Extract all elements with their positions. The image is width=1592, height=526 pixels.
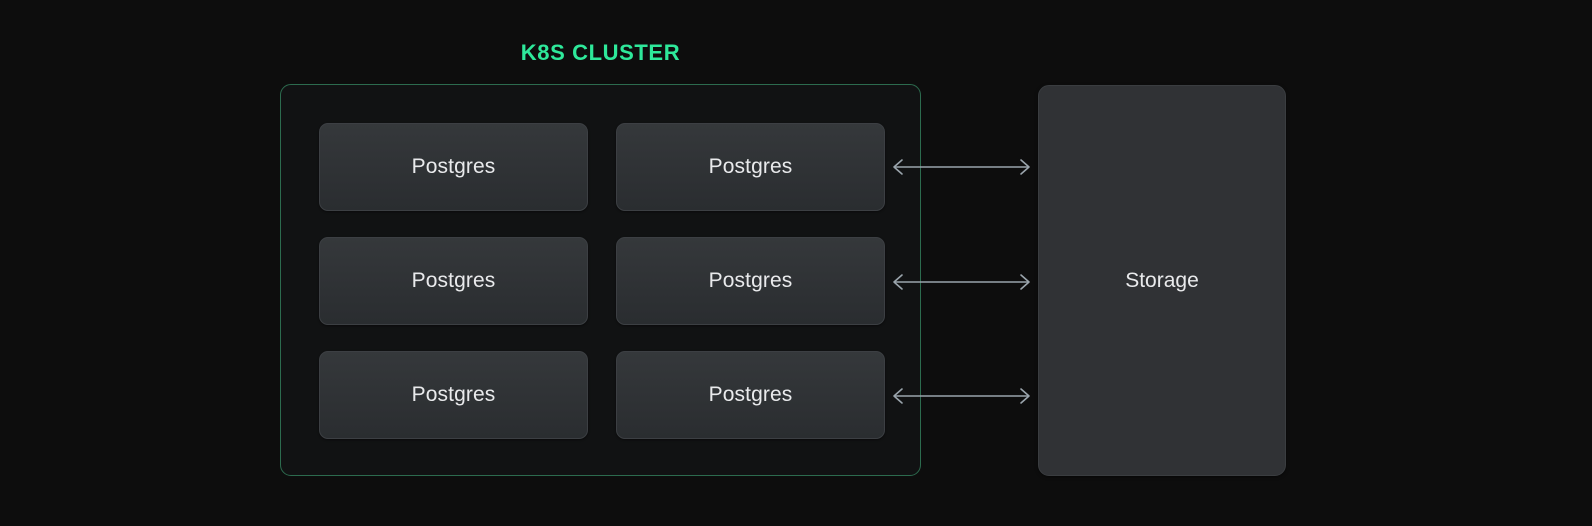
bidirectional-arrow-icon — [893, 388, 1030, 404]
storage-link-3 — [890, 384, 1033, 408]
postgres-node-2[interactable]: Postgres — [616, 123, 885, 211]
page-title: K8S CLUSTER — [520, 40, 681, 65]
postgres-node-4[interactable]: Postgres — [616, 237, 885, 325]
postgres-node-label: Postgres — [708, 383, 793, 406]
postgres-node-grid: Postgres Postgres Postgres Postgres Post… — [319, 123, 885, 439]
storage-link-1 — [890, 155, 1033, 179]
postgres-node-3[interactable]: Postgres — [319, 237, 588, 325]
storage-node-label: Storage — [1125, 268, 1199, 292]
bidirectional-arrow-icon — [893, 159, 1030, 175]
postgres-node-label: Postgres — [411, 269, 496, 292]
storage-node[interactable]: Storage — [1038, 85, 1286, 476]
postgres-node-label: Postgres — [708, 155, 793, 178]
storage-link-2 — [890, 270, 1033, 294]
bidirectional-arrow-icon — [893, 274, 1030, 290]
postgres-node-label: Postgres — [411, 155, 496, 178]
postgres-node-6[interactable]: Postgres — [616, 351, 885, 439]
postgres-node-5[interactable]: Postgres — [319, 351, 588, 439]
postgres-node-1[interactable]: Postgres — [319, 123, 588, 211]
postgres-node-label: Postgres — [708, 269, 793, 292]
postgres-node-label: Postgres — [411, 383, 496, 406]
